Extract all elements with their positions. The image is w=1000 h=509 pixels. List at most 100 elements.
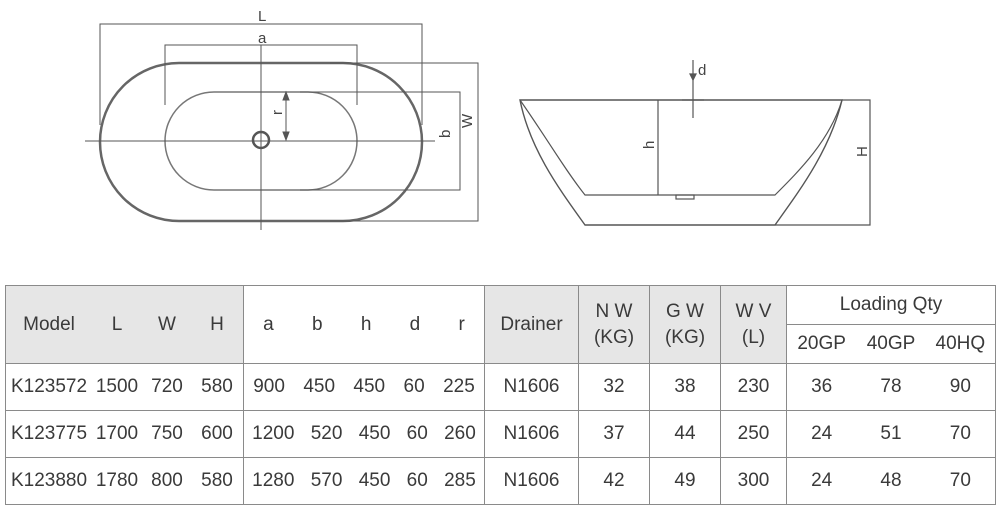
header-b: b: [311, 313, 323, 335]
header-W: W: [158, 313, 176, 335]
header-loading-qty-title: Loading Qty: [787, 287, 995, 325]
cell-40gp: 51: [880, 423, 902, 444]
cell-L: 1780: [95, 470, 139, 491]
label-H: H: [854, 146, 871, 157]
cell-model: K123572: [10, 376, 88, 397]
header-d: d: [409, 313, 421, 335]
cell-drainer: N1606: [484, 363, 579, 411]
cell-40hq: 70: [949, 470, 971, 491]
cell-a: 900: [253, 376, 285, 397]
cell-40hq: 70: [949, 423, 971, 444]
cell-r: 285: [444, 470, 476, 491]
cell-W: 800: [151, 470, 183, 491]
bathtub-dimension-drawing: L a r b W d h H: [85, 8, 871, 230]
row-sub-dims: 1280 570 450 60 285: [243, 457, 485, 505]
table-row: K123572 1500 720 580 900 450 450 60 225 …: [5, 363, 996, 411]
cell-gw: 49: [649, 457, 721, 505]
row-main-dims: K123775 1700 750 600: [5, 410, 244, 458]
row-loading: 24 51 70: [786, 410, 996, 458]
header-L: L: [111, 313, 123, 335]
cell-a: 1280: [252, 470, 295, 491]
row-sub-dims: 900 450 450 60 225: [243, 363, 485, 411]
header-20gp: 20GP: [797, 333, 846, 354]
header-wv: W V (L): [720, 285, 787, 364]
cell-model: K123880: [10, 470, 88, 491]
table-header-row: Model L W H a b h d r Drainer N W(KG) G …: [5, 285, 996, 364]
header-40gp: 40GP: [866, 333, 916, 354]
cell-nw: 32: [578, 363, 650, 411]
header-40hq: 40HQ: [935, 333, 986, 354]
cell-gw: 44: [649, 410, 721, 458]
cell-d: 60: [403, 376, 425, 397]
cell-H: 600: [201, 423, 233, 444]
cell-40gp: 48: [880, 470, 902, 491]
row-loading: 36 78 90: [786, 363, 996, 411]
cell-d: 60: [406, 423, 428, 444]
cell-L: 1700: [95, 423, 139, 444]
cell-W: 750: [151, 423, 183, 444]
cell-wv: 230: [720, 363, 787, 411]
cell-r: 225: [443, 376, 475, 397]
cell-h: 450: [358, 423, 391, 444]
header-gw: G W (KG): [649, 285, 721, 364]
header-H: H: [210, 313, 224, 335]
header-nw: N W(KG): [578, 285, 650, 364]
cell-a: 1200: [252, 423, 295, 444]
label-b: b: [437, 130, 454, 138]
cell-model: K123775: [10, 423, 88, 444]
label-W: W: [459, 113, 476, 128]
side-view: [519, 60, 871, 226]
cell-W: 720: [151, 376, 183, 397]
header-wv-label: W V: [735, 300, 772, 322]
cell-b: 570: [310, 470, 343, 491]
label-h: h: [641, 141, 658, 149]
header-main-dims: Model L W H: [5, 285, 244, 364]
top-view: [85, 23, 479, 230]
header-gw-unit: (KG): [664, 326, 706, 348]
header-loading-qty: Loading Qty 20GP 40GP 40HQ: [786, 285, 996, 364]
table-row: K123775 1700 750 600 1200 520 450 60 260…: [5, 410, 996, 458]
cell-gw: 38: [649, 363, 721, 411]
header-r: r: [458, 313, 465, 335]
row-main-dims: K123572 1500 720 580: [5, 363, 244, 411]
cell-b: 450: [303, 376, 336, 397]
cell-h: 450: [358, 470, 391, 491]
header-drainer: Drainer: [484, 285, 579, 364]
cell-r: 260: [444, 423, 476, 444]
cell-H: 580: [201, 470, 233, 491]
cell-H: 580: [201, 376, 233, 397]
cell-40hq: 90: [949, 376, 971, 397]
header-gw-label: G W: [666, 300, 704, 322]
cell-wv: 300: [720, 457, 787, 505]
cell-h: 450: [353, 376, 386, 397]
cell-d: 60: [406, 470, 428, 491]
row-sub-dims: 1200 520 450 60 260: [243, 410, 485, 458]
header-wv-unit: (L): [741, 326, 766, 348]
label-d: d: [698, 62, 706, 79]
header-sub-dims: a b h d r: [243, 285, 485, 364]
header-model: Model: [23, 313, 75, 335]
spec-table: Model L W H a b h d r Drainer N W(KG) G …: [5, 285, 996, 505]
tub-side-profile: [519, 99, 843, 226]
cell-wv: 250: [720, 410, 787, 458]
dimension-labels: L a r b W d h H: [258, 8, 871, 157]
label-L: L: [258, 8, 266, 25]
table-row: K123880 1780 800 580 1280 570 450 60 285…: [5, 457, 996, 505]
row-main-dims: K123880 1780 800 580: [5, 457, 244, 505]
label-a: a: [258, 30, 267, 47]
cell-b: 520: [310, 423, 343, 444]
cell-20gp: 36: [811, 376, 833, 397]
cell-drainer: N1606: [484, 410, 579, 458]
row-loading: 24 48 70: [786, 457, 996, 505]
cell-20gp: 24: [811, 423, 833, 444]
cell-L: 1500: [95, 376, 139, 397]
header-nw-label: N W: [595, 300, 633, 322]
cell-nw: 37: [578, 410, 650, 458]
cell-nw: 42: [578, 457, 650, 505]
label-r: r: [269, 110, 286, 115]
cell-40gp: 78: [880, 376, 902, 397]
cell-20gp: 24: [811, 470, 833, 491]
cell-drainer: N1606: [484, 457, 579, 505]
header-a: a: [263, 313, 274, 335]
header-h: h: [360, 313, 372, 335]
